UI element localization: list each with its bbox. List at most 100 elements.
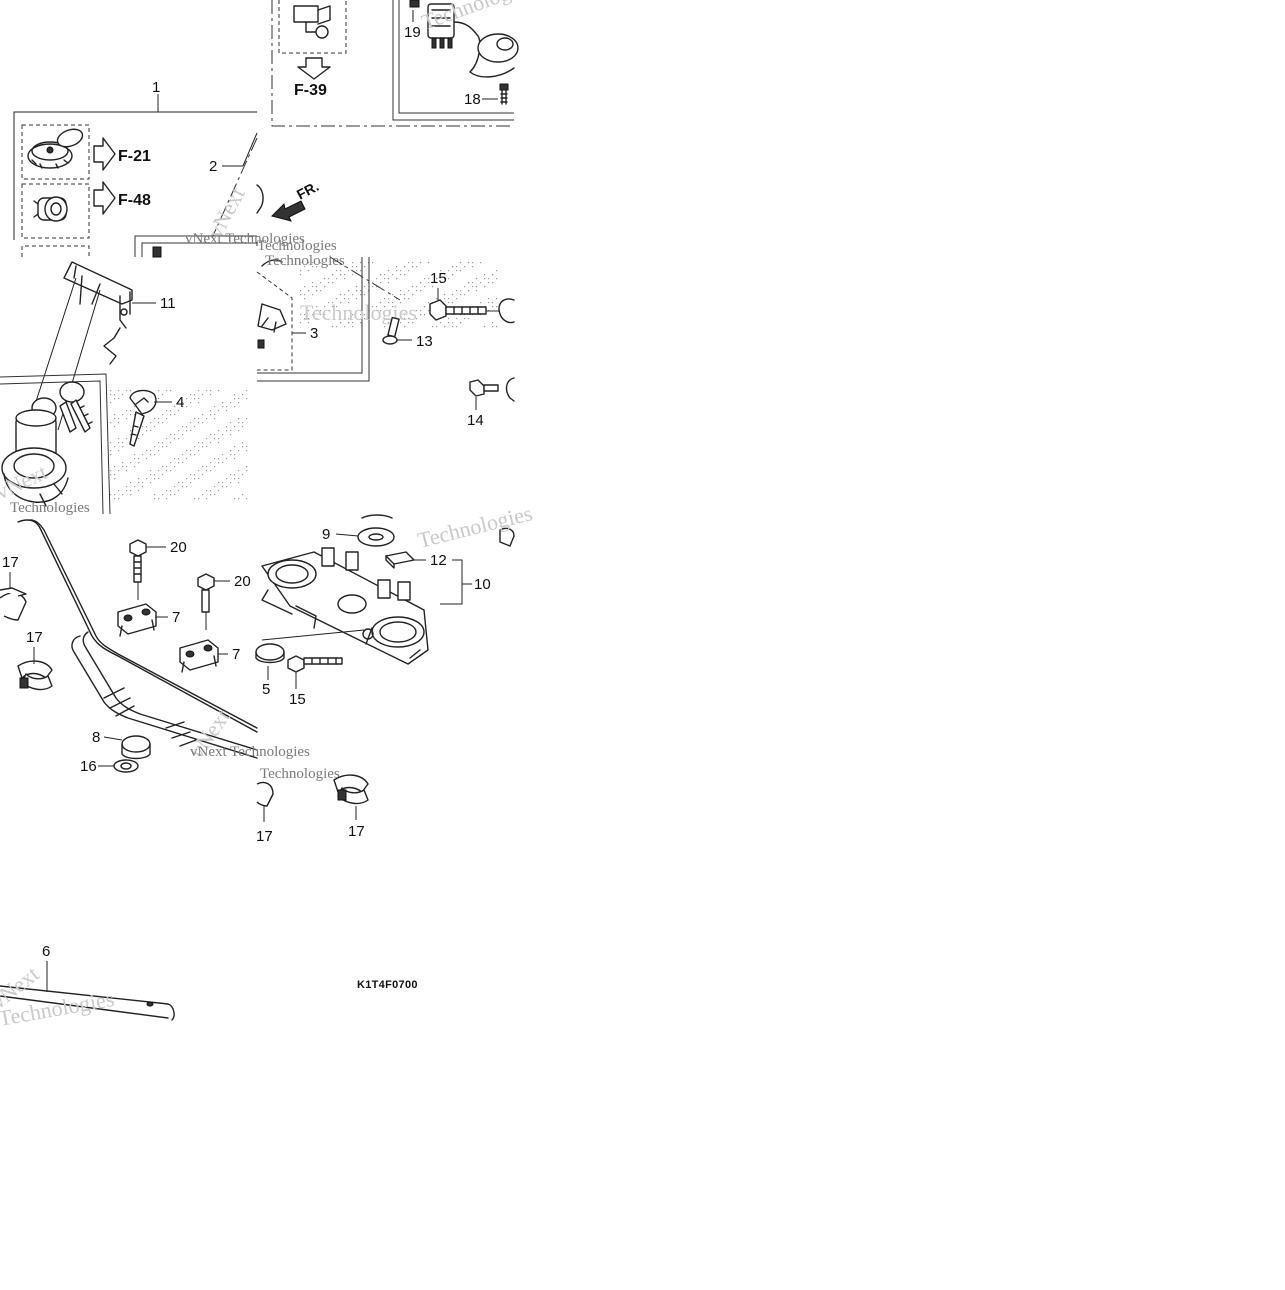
tile-lower-left: 6 vNext Technologies — [0, 943, 175, 1031]
stipple-dot — [488, 302, 490, 304]
stipple-dot — [222, 462, 224, 464]
ring-part — [255, 643, 285, 664]
stipple-dot — [424, 306, 426, 308]
stipple-dot — [138, 458, 140, 460]
callout-13: 13 — [416, 333, 433, 350]
stipple-dot — [356, 270, 358, 272]
stipple-dot — [408, 270, 410, 272]
stipple-dot — [376, 286, 378, 288]
stipple-dot — [456, 326, 458, 328]
stipple-dot — [380, 274, 382, 276]
stipple-dot — [308, 310, 310, 312]
stipple-dot — [126, 390, 128, 392]
stipple-dot — [218, 390, 220, 392]
stipple-dot — [114, 466, 116, 468]
stipple-dot — [222, 402, 224, 404]
stipple-dot — [436, 278, 438, 280]
stipple-dot — [130, 494, 132, 496]
stipple-dot — [198, 470, 200, 472]
stipple-dot — [230, 422, 232, 424]
stipple-dot — [186, 486, 188, 488]
stipple-dot — [424, 278, 426, 280]
arrow-right-hollow-icon — [93, 137, 116, 171]
stipple-dot — [468, 318, 470, 320]
stipple-dot — [416, 310, 418, 312]
stipple-dot — [448, 298, 450, 300]
tile-lower-center: Technologies 17 17 — [256, 766, 369, 845]
stipple-dot — [146, 458, 148, 460]
stipple-dot — [158, 390, 160, 392]
stipple-dot — [312, 286, 314, 288]
stipple-dot — [348, 318, 350, 320]
stipple-dot — [308, 318, 310, 320]
stipple-dot — [312, 282, 314, 284]
stipple-dot — [312, 294, 314, 296]
callout-17a: 17 — [2, 554, 19, 571]
watermark-text: Technologies — [415, 500, 535, 553]
stipple-dot — [444, 298, 446, 300]
stipple-dot — [110, 394, 112, 396]
stipple-dot — [496, 306, 498, 308]
stipple-dot — [214, 434, 216, 436]
stipple-dot — [492, 322, 494, 324]
stipple-dot — [420, 314, 422, 316]
stipple-dot — [304, 286, 306, 288]
stipple-dot — [206, 438, 208, 440]
stipple-dot — [496, 278, 498, 280]
stipple-dot — [440, 274, 442, 276]
stipple-dot — [300, 262, 302, 264]
stipple-dot — [178, 438, 180, 440]
stipple-dot — [142, 426, 144, 428]
stipple-dot — [150, 474, 152, 476]
stipple-dot — [320, 314, 322, 316]
stipple-dot — [448, 278, 450, 280]
stipple-dot — [376, 310, 378, 312]
stipple-dot — [492, 326, 494, 328]
stipple-dot — [332, 282, 334, 284]
stipple-dot — [444, 278, 446, 280]
stipple-dot — [364, 294, 366, 296]
stipple-dot — [170, 470, 172, 472]
stipple-dot — [134, 406, 136, 408]
stipple-dot — [340, 274, 342, 276]
stipple-dot — [206, 418, 208, 420]
screw-part — [499, 83, 509, 105]
callout-9: 9 — [322, 526, 330, 543]
stipple-dot — [332, 274, 334, 276]
stipple-dot — [202, 494, 204, 496]
ignition-bracket-part — [63, 261, 133, 365]
stipple-dot — [344, 266, 346, 268]
stipple-dot — [110, 450, 112, 452]
stipple-dot — [420, 262, 422, 264]
stipple-dot — [182, 486, 184, 488]
stipple-dot — [174, 486, 176, 488]
stipple-dot — [324, 278, 326, 280]
stipple-dot — [472, 262, 474, 264]
stipple-dot — [210, 390, 212, 392]
stipple-dot — [460, 290, 462, 292]
stipple-dot — [118, 450, 120, 452]
stipple-dot — [134, 486, 136, 488]
bolt-part — [469, 377, 515, 402]
watermark-text: vNext Technologies — [185, 231, 305, 247]
stipple-dot — [178, 458, 180, 460]
stipple-dot — [448, 270, 450, 272]
callout-7a: 7 — [172, 609, 180, 626]
stipple-dot — [404, 298, 406, 300]
stipple-dot — [380, 302, 382, 304]
stipple-dot — [150, 482, 152, 484]
callout-19: 19 — [404, 24, 421, 41]
plate-part — [385, 551, 415, 569]
stipple-dot — [492, 306, 494, 308]
stipple-dot — [150, 450, 152, 452]
stipple-dot — [242, 426, 244, 428]
stipple-dot — [396, 266, 398, 268]
stipple-dot — [352, 326, 354, 328]
stipple-dot — [440, 282, 442, 284]
stipple-dot — [336, 306, 338, 308]
stipple-dot — [226, 458, 228, 460]
stipple-dot — [114, 494, 116, 496]
stipple-dot — [308, 290, 310, 292]
stipple-dot — [304, 314, 306, 316]
callout-1: 1 — [152, 79, 160, 96]
